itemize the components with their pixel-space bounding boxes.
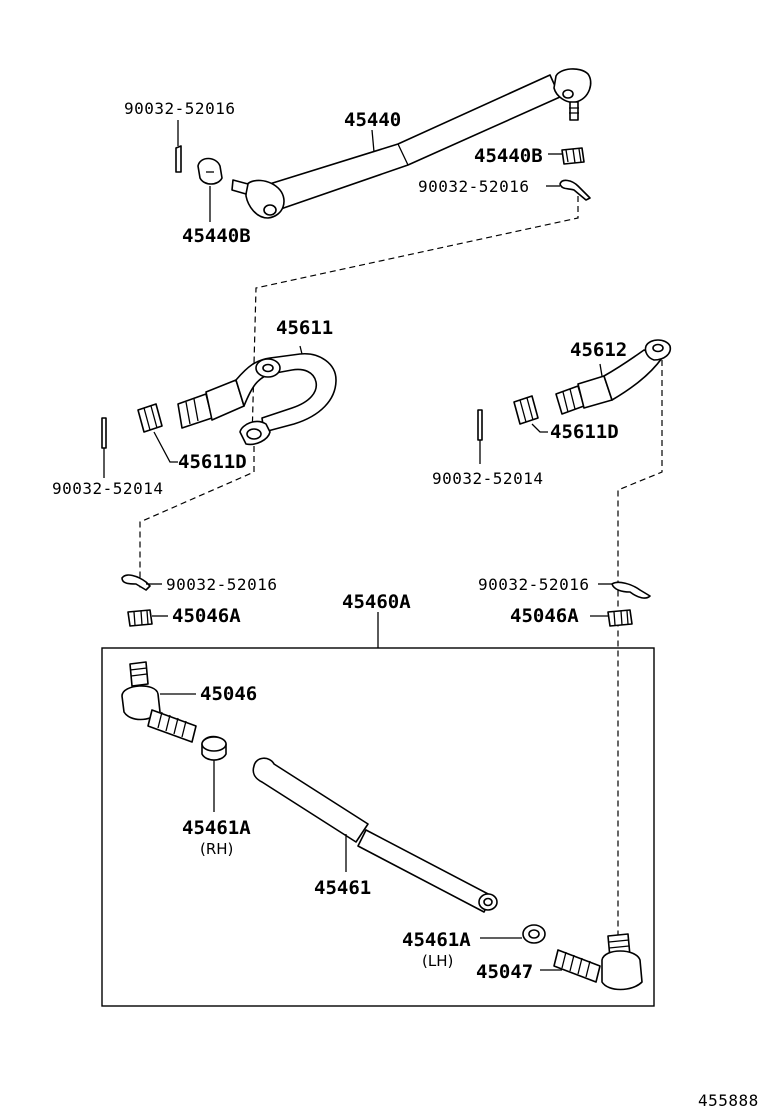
label-clamp-lh-side: (LH) (422, 952, 453, 970)
cotter-pin-low-right (598, 581, 651, 599)
label-nut-mid-right: 45611D (550, 421, 619, 443)
label-tie-rod-tube: 45461 (314, 877, 371, 899)
castle-nut-45046a-left (127, 609, 168, 627)
label-clamp-rh: 45461A (182, 817, 251, 839)
label-knuckle-arm-rh: 45611 (276, 317, 333, 339)
label-drag-link: 45440 (344, 109, 401, 131)
drag-link (231, 68, 592, 219)
label-nut-left: 45440B (182, 225, 251, 247)
cotter-pin-low-left (121, 574, 162, 591)
label-pin-low-left: 90032-52016 (166, 575, 277, 594)
label-nut-right: 45440B (474, 145, 543, 167)
tie-rod-end-lh (540, 933, 643, 991)
tie-rod-tube (252, 757, 498, 913)
leader-dashed-1 (251, 196, 579, 441)
tie-rod-end-rh (121, 661, 197, 743)
label-pin-top-right: 90032-52016 (418, 177, 529, 196)
clamp-lh (480, 924, 546, 944)
label-assembly: 45460A (342, 591, 411, 613)
label-clamp-lh: 45461A (402, 929, 471, 951)
label-pin-low-right: 90032-52016 (478, 575, 589, 594)
label-nut-mid-left: 45611D (178, 451, 247, 473)
cotter-pin-mid-right (477, 409, 483, 464)
label-nut-low-left: 45046A (172, 605, 241, 627)
leader-dashed-2 (139, 446, 255, 590)
leader-45440 (371, 129, 375, 153)
castle-nut-45611d-left (137, 403, 178, 463)
castle-nut-45611d-right (513, 395, 548, 433)
label-tie-rod-end-rh: 45046 (200, 683, 257, 705)
label-tie-rod-end-lh: 45047 (476, 961, 533, 983)
knuckle-arm-lh (555, 339, 672, 415)
castle-nut-45440b-right (548, 147, 585, 165)
cotter-pin-top-right (546, 179, 591, 201)
cotter-pin-mid-left (101, 417, 107, 478)
label-knuckle-arm-lh: 45612 (570, 339, 627, 361)
label-clamp-rh-side: (RH) (200, 840, 233, 858)
castle-nut-45046a-right (590, 609, 633, 627)
knuckle-arm-rh (177, 345, 337, 446)
cotter-pin-top-left (175, 120, 182, 173)
leader-dashed-3 (617, 360, 663, 940)
label-pin-mid-left: 90032-52014 (52, 479, 163, 498)
figure-number: 455888 (698, 1091, 759, 1110)
label-nut-low-right: 45046A (510, 605, 579, 627)
castle-nut-45440b-left (197, 157, 223, 222)
label-pin-mid-right: 90032-52014 (432, 469, 543, 488)
clamp-rh (201, 735, 227, 812)
label-pin-top-left: 90032-52016 (124, 99, 235, 118)
